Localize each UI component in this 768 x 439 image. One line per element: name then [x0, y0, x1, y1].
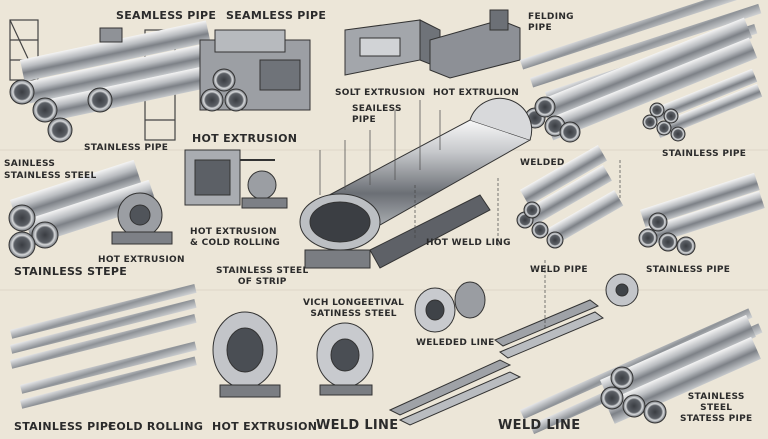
pipe-bundle-left-mid: [8, 159, 157, 259]
label-hot-extrulion: HOT EXTRULION: [433, 88, 520, 98]
pipe-bundle-right: [524, 17, 758, 143]
callout-lines: [414, 160, 621, 330]
weld-roller: [414, 281, 486, 333]
extrusion-machine-top: [199, 29, 311, 112]
label-sainless-steel: SAINLESS STAINLESS STEEL: [4, 159, 97, 181]
background-sketch-lines: [0, 149, 768, 291]
long-pipes-bottom-right: [520, 308, 763, 435]
press-machine-top-center: [344, 19, 441, 76]
label-felding-pipe: FELDING PIPE: [528, 12, 574, 33]
roller-unit-left: [111, 192, 173, 245]
label-stainless-pipe-left: STAINLESS PIPE: [84, 143, 169, 153]
label-welded: WELDED: [520, 158, 565, 168]
box-machine-right: [429, 9, 521, 79]
label-hot-extrusion-bottom: HOT EXTRUSION: [212, 420, 318, 433]
label-stainless-stepe: STAINLESS STEPE: [14, 265, 128, 278]
extrusion-machine-mid: [184, 149, 288, 209]
label-stainless-pipe-bottom: STAINLESS PIPE: [14, 420, 117, 433]
label-weleded-line: WELEDED LINE: [416, 338, 495, 348]
label-weld-line-a: WELD LINE: [316, 418, 399, 433]
label-hot-extrusion-top: HOT EXTRUSION: [192, 132, 298, 145]
central-large-pipe: [299, 97, 533, 269]
label-cold-rolling: COLD ROLLING: [108, 420, 204, 433]
steel-coil-small: [316, 322, 374, 396]
steel-strips-bottom-center: [388, 299, 604, 426]
label-hot-extrusion-cold-rolling: HOT EXTRUSION & COLD ROLLING: [190, 227, 281, 248]
label-stainless-steel-bottom: STAINLESS STEEL STATESS PIPE: [680, 392, 753, 424]
label-hot-weld-ling: HOT WELD LING: [426, 238, 511, 248]
steel-coil-large: [212, 311, 281, 398]
pipe-bundle-right-mid: [638, 172, 765, 256]
callout-arrows-center: [319, 100, 441, 195]
label-weld-line-b: WELD LINE: [498, 418, 581, 433]
label-solt-extrusion: SOLT EXTRUSION: [335, 88, 426, 98]
welded-pipe-stack: [516, 145, 624, 249]
label-stainless-steel-strip: STAINLESS STEEL OF STRIP: [216, 266, 309, 287]
weld-disc: [605, 273, 639, 307]
long-pipes-bottom-left: [9, 284, 197, 409]
label-weld-pipe: WELD PIPE: [530, 265, 588, 275]
label-stainless-pipe-mid-right: STAINLESS PIPE: [646, 265, 731, 275]
label-hot-extrusion-mid: HOT EXTRUSION: [98, 255, 185, 265]
label-seamless-pipe-c: SEAILESS PIPE: [352, 104, 402, 125]
pipe-cluster-far-right: [642, 68, 763, 142]
label-seamless-pipe-b: SEAMLESS PIPE: [226, 9, 327, 22]
label-stainless-pipe-right: STAINLESS PIPE: [662, 149, 747, 159]
label-vich-longeetival: VICH LONGEETIVAL SATINESS STEEL: [303, 298, 405, 319]
long-pipe-stack-top-left: [9, 20, 226, 143]
small-block: [99, 27, 123, 43]
label-seamless-pipe-a: SEAMLESS PIPE: [116, 9, 217, 22]
